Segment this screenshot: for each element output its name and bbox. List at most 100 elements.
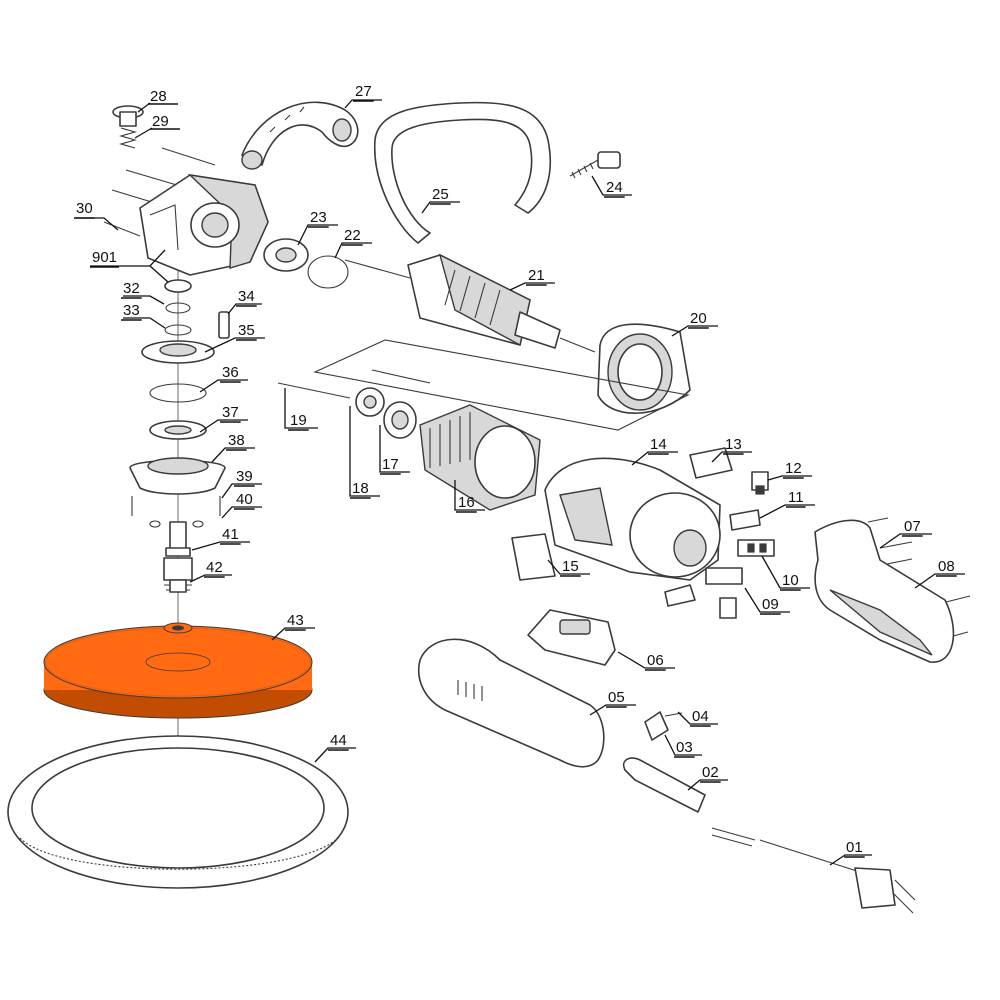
part-22-circlip[interactable]	[307, 255, 349, 289]
part-42-spindle-thread[interactable]	[163, 557, 193, 593]
label-20: 20	[690, 310, 707, 327]
label-09: 09	[762, 596, 779, 613]
label-36: 36	[222, 364, 239, 381]
part-18-bearing[interactable]	[355, 387, 385, 417]
label-44: 44	[330, 732, 347, 749]
label-35: 35	[238, 322, 255, 339]
label-15: 15	[562, 558, 579, 575]
label-01: 01	[846, 839, 863, 856]
callout-41: 41	[191, 526, 250, 551]
part-35-bearing-cover[interactable]	[141, 340, 215, 364]
label-901: 901	[92, 249, 117, 266]
label-24: 24	[606, 179, 623, 196]
part-10-brush-holder[interactable]	[737, 539, 775, 557]
label-40: 40	[236, 491, 253, 508]
label-21: 21	[528, 267, 545, 284]
callout-23: 23	[297, 209, 338, 246]
callout-11: 11	[759, 489, 815, 519]
part-37-bearing[interactable]	[149, 420, 207, 440]
callout-05: 05	[589, 689, 636, 716]
label-32: 32	[123, 280, 140, 297]
label-41: 41	[222, 526, 239, 543]
part-34-pin[interactable]	[218, 311, 230, 339]
callout-39: 39	[221, 468, 262, 499]
part-09-brush-holder[interactable]	[664, 567, 743, 619]
callout-30: 30	[74, 200, 119, 231]
part-08-rear-cover[interactable]	[814, 519, 955, 663]
callout-12: 12	[767, 460, 812, 481]
part-07-screws[interactable]	[867, 517, 971, 639]
part-16-stator[interactable]	[419, 404, 541, 511]
part-23-bearing[interactable]	[263, 238, 309, 272]
part-33-washer[interactable]	[164, 324, 192, 336]
part-19-long-screw[interactable]	[277, 369, 431, 399]
part-32-washer[interactable]	[165, 302, 191, 314]
callout-40: 40	[221, 491, 262, 519]
callout-37: 37	[199, 404, 248, 433]
label-08: 08	[938, 558, 955, 575]
part-17-sleeve[interactable]	[383, 401, 417, 439]
callout-02: 02	[687, 764, 728, 791]
part-29-spring[interactable]	[118, 127, 138, 149]
callout-17: 17	[379, 425, 410, 475]
callout-22: 22	[334, 227, 372, 259]
part-28-knob[interactable]	[112, 105, 144, 127]
label-19: 19	[290, 412, 307, 429]
label-22: 22	[344, 227, 361, 244]
label-12: 12	[785, 460, 802, 477]
callout-901: 901	[90, 249, 169, 283]
callout-44: 44	[314, 732, 356, 763]
part-01-power-cord[interactable]	[711, 827, 916, 914]
callout-09: 09	[744, 587, 790, 615]
callout-20: 20	[671, 310, 718, 337]
part-44-polishing-bonnet[interactable]	[7, 735, 349, 889]
callout-03: 03	[664, 734, 702, 758]
part-41-spindle[interactable]	[165, 521, 191, 557]
part-14-motor-housing[interactable]	[544, 457, 721, 581]
part-02-cord-sleeve[interactable]	[622, 757, 706, 813]
callout-33: 33	[121, 302, 166, 329]
label-13: 13	[725, 436, 742, 453]
part-38-flange[interactable]	[129, 457, 226, 495]
label-43: 43	[287, 612, 304, 629]
part-12-carbon-brush[interactable]	[751, 471, 769, 495]
label-11: 11	[788, 489, 804, 506]
part-21-armature[interactable]	[344, 253, 596, 353]
callout-29: 29	[134, 113, 180, 139]
part-03-cord-clamp[interactable]	[644, 711, 669, 741]
callout-32: 32	[121, 280, 165, 305]
callout-28: 28	[137, 88, 178, 113]
part-40-washers[interactable]	[149, 520, 204, 528]
part-901-gear-housing[interactable]	[139, 173, 269, 276]
label-27: 27	[355, 83, 372, 100]
label-06: 06	[647, 652, 664, 669]
label-25: 25	[432, 186, 449, 203]
callout-16: 16	[454, 480, 485, 513]
callout-06: 06	[617, 651, 675, 671]
label-38: 38	[228, 432, 245, 449]
part-27-handle-bracket[interactable]	[241, 101, 359, 170]
callout-08: 08	[914, 558, 965, 589]
part-39-screws[interactable]	[131, 496, 221, 516]
part-15-label[interactable]	[511, 533, 556, 581]
label-39: 39	[236, 468, 253, 485]
part-32-bearing-ring[interactable]	[164, 279, 192, 293]
part-06-switch-plate[interactable]	[527, 609, 616, 666]
callout-19: 19	[284, 388, 318, 431]
part-43-backing-pad[interactable]	[43, 622, 313, 719]
part-13-label[interactable]	[689, 447, 733, 479]
label-16: 16	[458, 494, 475, 511]
callout-36: 36	[199, 364, 248, 393]
part-05-rear-handle[interactable]	[418, 638, 605, 768]
callout-25: 25	[421, 186, 460, 214]
part-20-baffle-ring[interactable]	[597, 323, 691, 414]
callout-15: 15	[547, 558, 590, 577]
part-36-circlip[interactable]	[149, 383, 207, 403]
part-24-bolt[interactable]	[569, 151, 621, 179]
part-25-d-handle[interactable]	[374, 101, 552, 244]
label-17: 17	[382, 456, 399, 473]
callout-43: 43	[271, 612, 315, 641]
label-18: 18	[352, 480, 369, 497]
part-11-brush-plate[interactable]	[729, 509, 761, 531]
